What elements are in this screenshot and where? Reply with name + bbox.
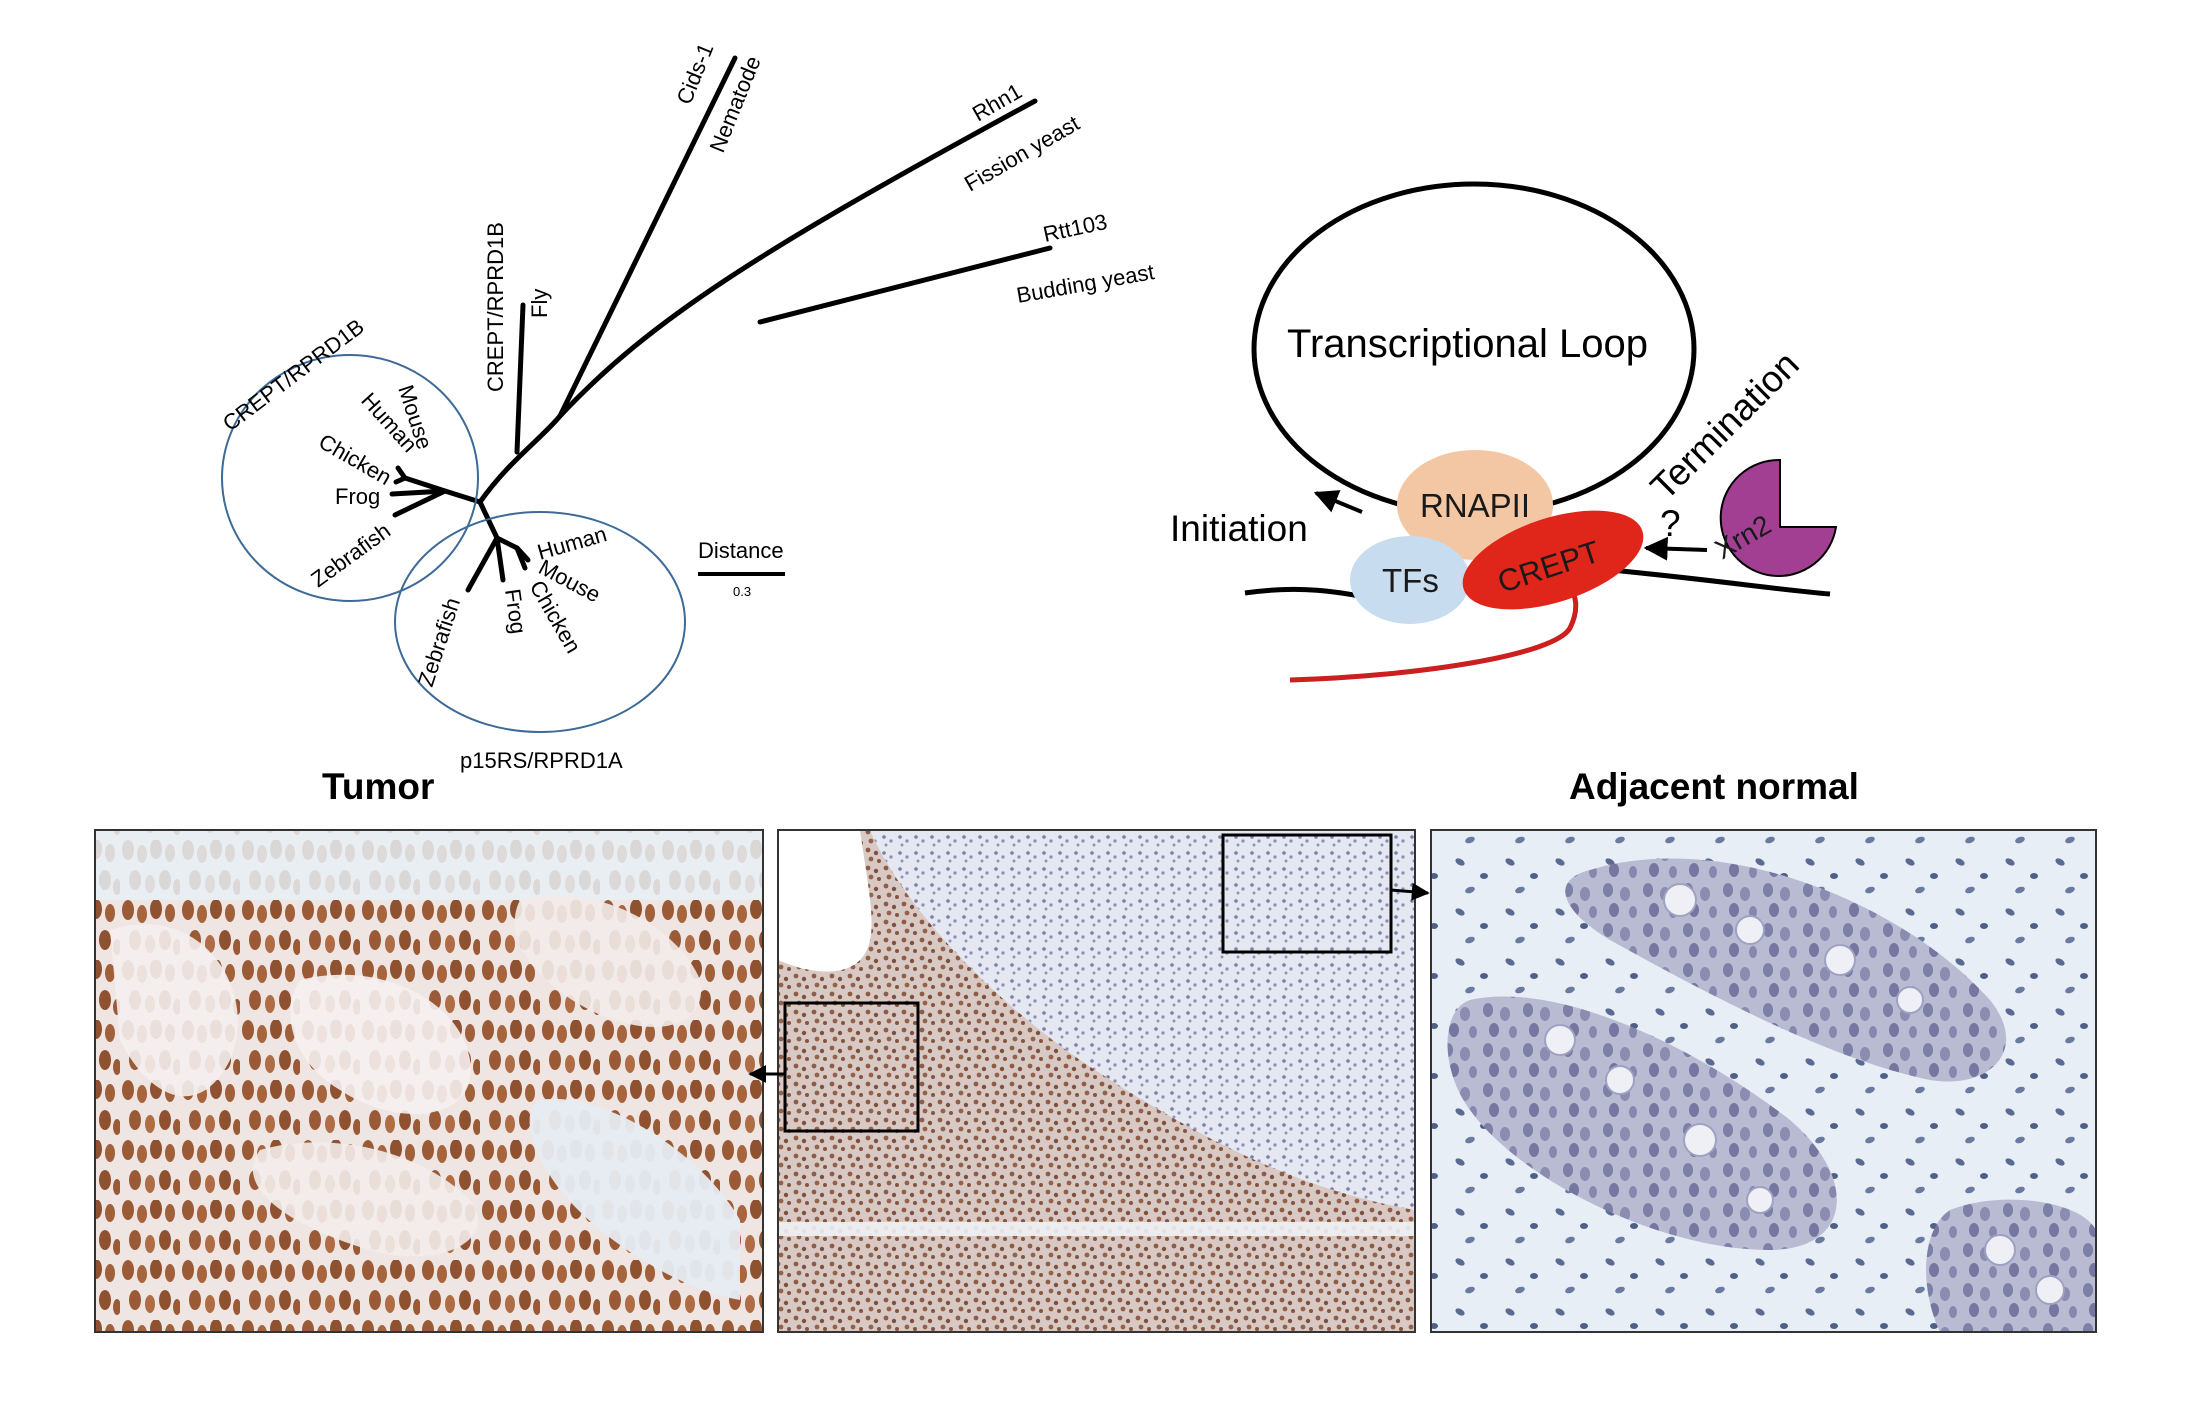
- initiation-label: Initiation: [1170, 508, 1308, 549]
- scale-bar-label: Distance: [698, 538, 784, 563]
- tfs-shape: [1350, 536, 1470, 624]
- tree-label-nematode-gene: Cids-1: [671, 40, 718, 108]
- inset-box-normal: [1221, 833, 1393, 954]
- cluster-circle-rprd1b: [221, 354, 479, 602]
- tree-label-a-frog: Frog: [500, 587, 531, 635]
- tree-label-b-zebrafish: Zebrafish: [306, 518, 395, 592]
- inset-box-tumor: [783, 1001, 920, 1133]
- phylogenetic-tree: [389, 55, 1053, 593]
- dna-strand-left: [1244, 586, 1371, 601]
- tree-label-budding-gene: Rtt103: [1041, 209, 1110, 247]
- overview-panel: [748, 829, 1430, 1333]
- normal-panel: [1430, 829, 2097, 1333]
- dna-strand-right: [1589, 565, 1831, 597]
- tree-trunk: [477, 413, 563, 505]
- termination-arrow: [1643, 536, 1708, 561]
- rna-transcript: [1289, 583, 1579, 683]
- tree-label-group-a: p15RS/RPRD1A: [460, 748, 623, 773]
- transcription-model: Transcriptional Loop RNAPII TFs CREPT Xr…: [1170, 181, 1838, 683]
- tree-label-fly-gene: CREPT/RPRD1B: [483, 222, 508, 392]
- tree-label-a-zebrafish: Zebrafish: [413, 595, 465, 690]
- tree-branch-budding-yeast: [757, 245, 1053, 325]
- tree-label-b-frog: Frog: [335, 484, 380, 509]
- normal-title: Adjacent normal: [1569, 766, 1859, 807]
- tree-label-group-b: CREPT/RPRD1B: [218, 314, 369, 436]
- inset-arrow-normal: [1390, 882, 1430, 901]
- crept-shape: [1462, 510, 1644, 610]
- question-label: ?: [1660, 503, 1681, 544]
- tree-label-fly: Fly: [527, 289, 552, 318]
- tree-branch-fly: [514, 302, 526, 455]
- tree-label-b-chicken: Chicken: [315, 429, 396, 490]
- histology-panels: [94, 829, 2097, 1333]
- tree-label-budding: Budding yeast: [1015, 259, 1157, 308]
- transcriptional-loop-label: Transcriptional Loop: [1287, 322, 1648, 366]
- tree-inner-node: [442, 488, 483, 505]
- initiation-arrow: [1313, 490, 1363, 514]
- scale-bar-value: 0.3: [733, 584, 751, 599]
- cluster-circle-rprd1a: [394, 511, 686, 733]
- tfs-label: TFs: [1382, 562, 1439, 599]
- xrn2-shape: [1719, 458, 1838, 577]
- tumor-panel: [94, 829, 764, 1333]
- tumor-title: Tumor: [322, 766, 435, 807]
- rnapii-label: RNAPII: [1420, 487, 1530, 524]
- tree-branch-nematode: [557, 55, 738, 419]
- tree-branch-fission-yeast: [557, 98, 1038, 419]
